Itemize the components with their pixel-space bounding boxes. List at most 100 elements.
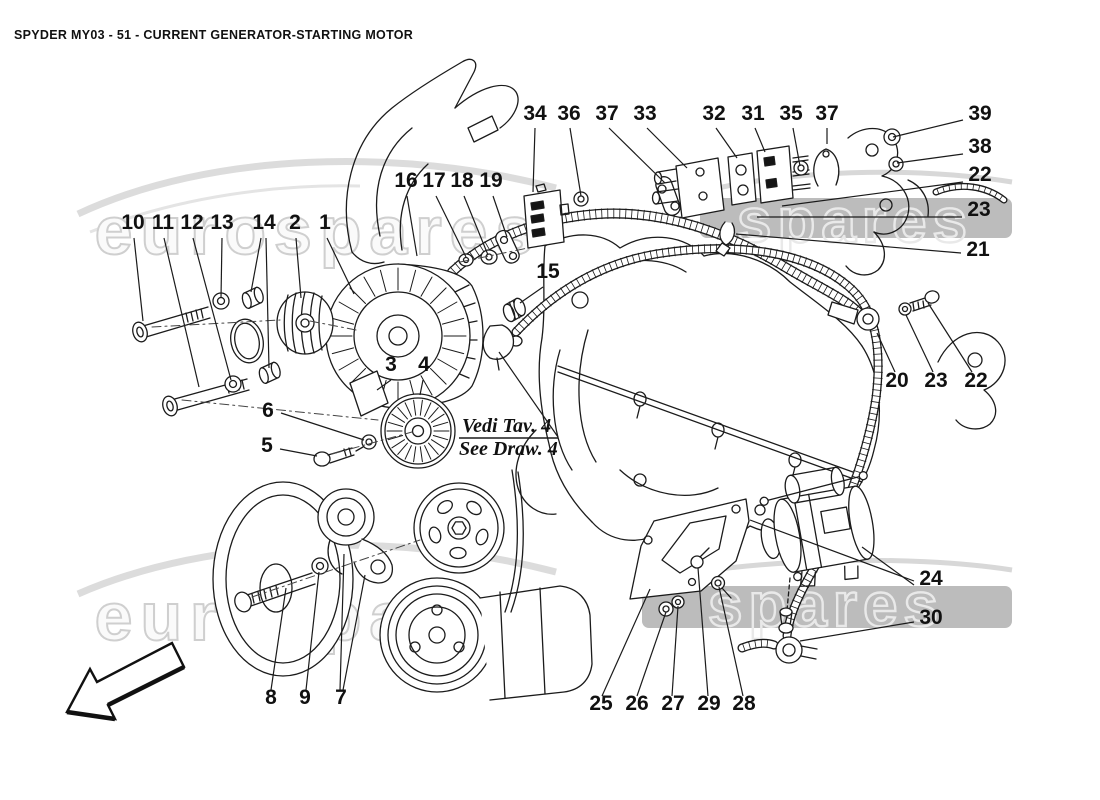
- bolt8-drawing: [234, 557, 329, 613]
- water-pump-pulley-drawing: [413, 482, 505, 574]
- part-label-37: 37: [815, 102, 838, 125]
- part-label-33: 33: [633, 102, 656, 125]
- axis-lines: [151, 247, 529, 598]
- starter-bracket-drawing: [629, 498, 750, 617]
- part-label-1: 1: [319, 211, 331, 234]
- part-label-23: 23: [967, 198, 990, 221]
- leader-line-36: [569, 127, 582, 197]
- part-label-32: 32: [702, 102, 725, 125]
- part-label-14: 14: [252, 211, 276, 234]
- leader-line-2: [295, 237, 302, 299]
- leader-line-39: [892, 119, 964, 138]
- leader-line-7: [339, 553, 345, 691]
- part-label-39: 39: [968, 102, 991, 125]
- part-label-6: 6: [262, 399, 274, 422]
- crank-pulley-drawing: [212, 481, 354, 677]
- leader-line-37: [608, 127, 666, 184]
- fin-texture: [386, 399, 450, 463]
- watermark-swoosh: [89, 184, 361, 234]
- leader-line-34: [532, 127, 536, 193]
- leader-line-22: [781, 181, 964, 207]
- part-label-2: 2: [289, 211, 301, 234]
- leader-line-12: [192, 237, 232, 381]
- part-label-34: 34: [523, 102, 547, 125]
- leader-line-32: [715, 127, 738, 159]
- part-label-30: 30: [919, 606, 942, 629]
- leader-line-25: [601, 588, 651, 697]
- leader-line-33: [646, 127, 688, 169]
- part-label-15: 15: [536, 260, 560, 283]
- leader-line-26: [636, 611, 667, 697]
- watermark-band: [642, 586, 1012, 628]
- leader-line-23: [905, 314, 934, 373]
- part-label-12: 12: [180, 211, 203, 234]
- starter-motor-drawing: [759, 466, 875, 587]
- part-label-5: 5: [261, 434, 273, 457]
- part-label-31: 31: [741, 102, 765, 125]
- leader-line-24: [861, 546, 915, 586]
- leader-line-15: [519, 286, 544, 304]
- watermark-swoosh: [76, 158, 557, 218]
- corrugation-texture: [936, 183, 1004, 201]
- watermark-band-text: spares: [708, 571, 944, 640]
- corrugation-texture: [742, 639, 769, 652]
- relay-cluster-drawing: [523, 128, 904, 249]
- leader-line-3: [376, 379, 392, 391]
- direction-arrow: [65, 641, 186, 722]
- part-label-29: 29: [697, 692, 720, 715]
- part-label-21: 21: [966, 238, 990, 261]
- leader-line-30: [799, 621, 915, 642]
- part-label-17: 17: [422, 169, 445, 192]
- engine-mount-drawing: [845, 127, 1008, 430]
- part-label-8: 8: [265, 686, 277, 709]
- part-label-9: 9: [299, 686, 311, 709]
- leader-line-20: [876, 332, 896, 373]
- leader-line-14: [250, 237, 262, 293]
- engine-block-drawing: [515, 234, 881, 544]
- part-label-7: 7: [335, 686, 347, 709]
- leader-line-29: [697, 567, 709, 697]
- terminal-hardware-drawing: [458, 221, 940, 371]
- part-label-19: 19: [479, 169, 502, 192]
- leader-line-6: [280, 412, 365, 441]
- leader-line-28: [718, 586, 744, 697]
- leader-line-24: [749, 519, 915, 582]
- valve-cover-drawing: [345, 58, 519, 265]
- leader-line-27: [671, 605, 679, 697]
- part-label-4: 4: [418, 353, 430, 376]
- part-label-20: 20: [885, 369, 908, 392]
- page-title: SPYDER MY03 - 51 - CURRENT GENERATOR-STA…: [14, 28, 414, 42]
- part-label-11: 11: [152, 211, 175, 234]
- part-label-36: 36: [557, 102, 580, 125]
- watermark-band: [700, 198, 1012, 238]
- leader-line-4: [419, 379, 424, 396]
- leader-line-31: [754, 127, 766, 153]
- leader-line-13: [220, 237, 223, 299]
- part-label-38: 38: [968, 135, 992, 158]
- part-label-24: 24: [919, 567, 943, 590]
- leader-line-38: [896, 153, 964, 164]
- part-label-3: 3: [385, 353, 397, 376]
- tensioner-drawing: [317, 488, 394, 584]
- leader-line-18: [463, 195, 489, 256]
- leader-line-14: [265, 237, 270, 369]
- part-label-35: 35: [779, 102, 803, 125]
- annotation-line1: Vedi Tav. 4: [462, 415, 551, 437]
- see-drawing-annotation: Vedi Tav. 4 See Draw. 4: [459, 351, 559, 460]
- part-label-26: 26: [625, 692, 648, 715]
- part-label-22: 22: [964, 369, 987, 392]
- alternator-drawing: [284, 263, 523, 409]
- part-label-23: 23: [924, 369, 947, 392]
- part-label-37: 37: [595, 102, 618, 125]
- part-label-13: 13: [210, 211, 233, 234]
- part-label-28: 28: [732, 692, 756, 715]
- leader-line-7: [342, 574, 366, 691]
- leader-line-21: [735, 233, 962, 254]
- annotation-leader: [498, 351, 559, 438]
- leader-line-1: [326, 237, 355, 295]
- part-label-16: 16: [394, 169, 417, 192]
- part-label-10: 10: [121, 211, 144, 234]
